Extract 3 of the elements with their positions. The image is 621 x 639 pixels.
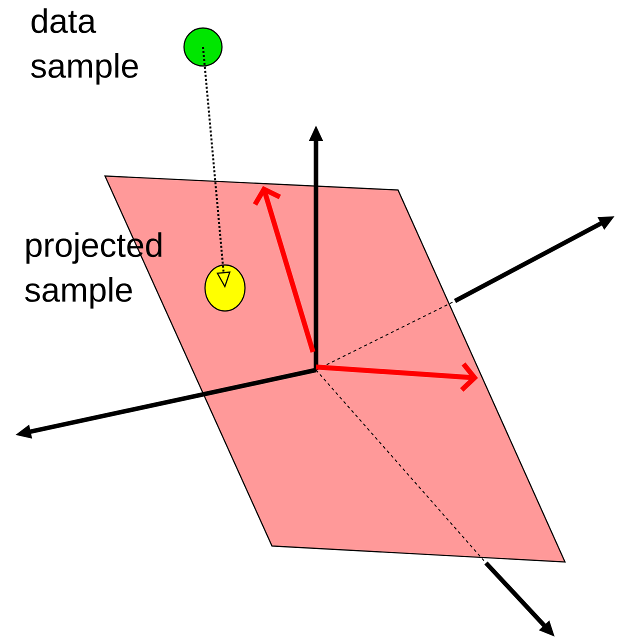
point-label: data sample xyxy=(31,8,138,85)
sample-point xyxy=(183,27,223,67)
sample-point xyxy=(204,264,246,312)
